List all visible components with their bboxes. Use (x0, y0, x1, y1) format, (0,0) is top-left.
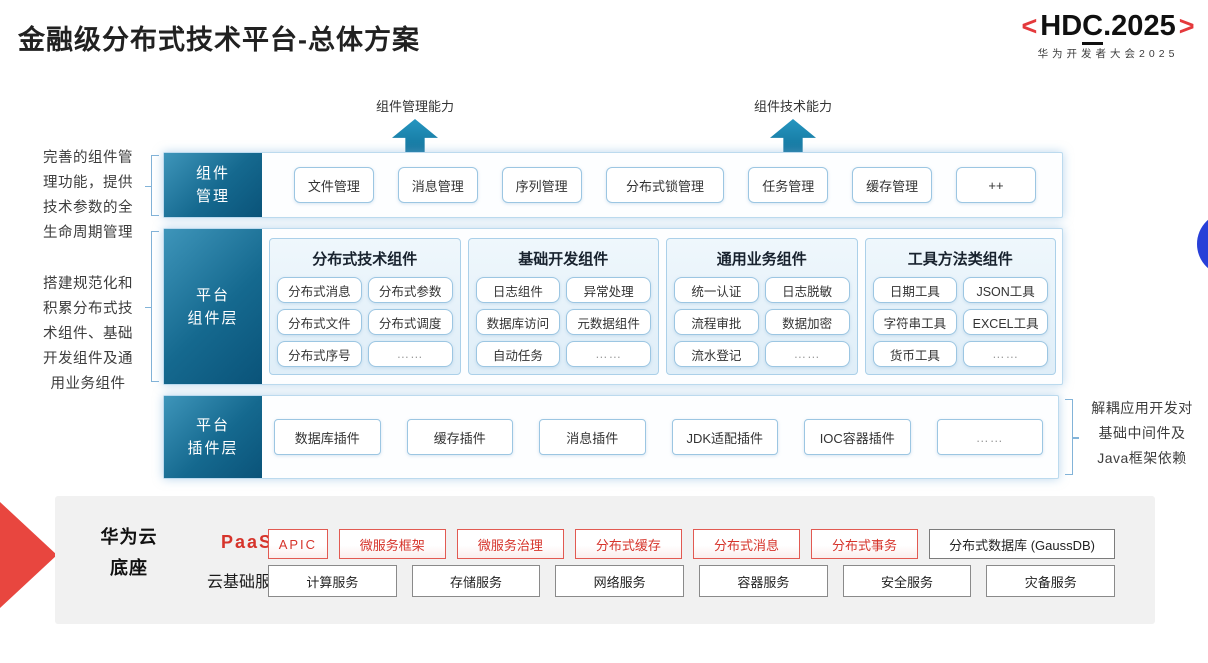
component-chip: 货币工具 (872, 341, 958, 367)
layer-platform-plugins: 平台 插件层 数据库插件 缓存插件 消息插件 JDK适配插件 IOC容器插件 …… (163, 395, 1059, 479)
mgmt-chip: 文件管理 (294, 167, 374, 203)
component-chip: 元数据组件 (566, 309, 651, 335)
layer-component-mgmt: 组件 管理 文件管理 消息管理 序列管理 分布式锁管理 任务管理 缓存管理 ++ (163, 152, 1063, 218)
capability-tech-label: 组件技术能力 (753, 99, 832, 114)
component-chip: 分布式调度 (367, 309, 453, 335)
component-chip: EXCEL工具 (963, 309, 1048, 335)
mgmt-items: 文件管理 消息管理 序列管理 分布式锁管理 任务管理 缓存管理 ++ (294, 153, 1036, 217)
mgmt-chip: 任务管理 (748, 167, 829, 203)
paas-label: PaaS (220, 532, 274, 552)
column-common-business: 通用业务组件 统一认证 日志脱敏 流程审批 数据加密 流水登记 …… (666, 238, 858, 375)
foundation-label: 华为云 底座 (100, 527, 158, 578)
mgmt-chip: 消息管理 (397, 167, 478, 203)
component-chip: 日志脱敏 (764, 277, 850, 303)
component-chip-more: …… (764, 341, 850, 367)
page-title: 金融级分布式技术平台-总体方案 (18, 25, 420, 55)
logo-subtitle: 华为开发者大会2025 (1037, 48, 1179, 60)
cloud-chip: 计算服务 (268, 565, 397, 597)
cloud-base-services: 计算服务 存储服务 网络服务 容器服务 安全服务 灾备服务 (268, 565, 1116, 597)
capability-mgmt: 组件管理能力 (350, 96, 480, 160)
left-bracket-bottom (145, 231, 159, 382)
mgmt-chip: 缓存管理 (852, 167, 933, 203)
red-arrow-icon (0, 502, 57, 608)
component-chip: JSON工具 (963, 277, 1048, 303)
blue-circle-decoration (1197, 212, 1208, 276)
note-decouple: 解耦应用开发对 基础中间件及 Java框架依赖 (1091, 400, 1193, 466)
cloud-chip: 容器服务 (699, 565, 828, 597)
component-chip: 数据加密 (764, 309, 850, 335)
paas-services: APIC 微服务框架 微服务治理 分布式缓存 分布式消息 分布式事务 分布式数据… (268, 529, 1115, 559)
component-chip: 自动任务 (475, 341, 561, 367)
cloud-chip: 安全服务 (842, 565, 972, 597)
plugin-items: 数据库插件 缓存插件 消息插件 JDK适配插件 IOC容器插件 …… (274, 396, 1043, 478)
hdc-logo: < HDC.2025 > 华为开发者大会2025 (1012, 10, 1204, 61)
component-chip-more: …… (566, 341, 651, 367)
paas-chip: 分布式消息 (692, 529, 801, 559)
column-distributed-tech: 分布式技术组件 分布式消息 分布式参数 分布式文件 分布式调度 分布式序号 …… (269, 238, 461, 375)
note-platform-components: 搭建规范化和 积累分布式技 术组件、基础 开发组件及通 用业务组件 (43, 276, 133, 392)
component-chip: 统一认证 (674, 277, 759, 303)
plugin-chip: 数据库插件 (274, 419, 381, 455)
paas-chip: 分布式事务 (811, 529, 919, 559)
paas-chip: APIC (268, 529, 328, 559)
gaussdb-chip: 分布式数据库 (GaussDB) (929, 529, 1115, 559)
cloud-chip: 灾备服务 (986, 565, 1116, 597)
component-chip: 分布式序号 (277, 341, 362, 367)
column-tool-methods: 工具方法类组件 日期工具 JSON工具 字符串工具 EXCEL工具 货币工具 …… (864, 238, 1056, 375)
layer-platform-components: 平台 组件层 分布式技术组件 分布式消息 分布式参数 分布式文件 分布式调度 分… (163, 228, 1063, 385)
logo-left-bracket-icon: < (1021, 11, 1038, 41)
left-bracket-top (145, 155, 159, 216)
plugin-chip: 消息插件 (539, 419, 646, 455)
plugin-chip: JDK适配插件 (671, 419, 778, 455)
component-chip: 异常处理 (566, 277, 651, 303)
huawei-cloud-foundation: 华为云 底座 PaaS 云基础服务 APIC 微服务框架 微服务治理 分布式缓存… (55, 496, 1155, 624)
mgmt-chip: ++ (956, 167, 1036, 203)
paas-chip: 微服务治理 (456, 529, 564, 559)
cloud-chip: 存储服务 (411, 565, 541, 597)
capability-tech: 组件技术能力 (728, 96, 858, 160)
component-chip-more: …… (963, 341, 1048, 367)
component-chip: 流水登记 (674, 341, 759, 367)
logo-right-bracket-icon: > (1178, 11, 1195, 41)
right-bracket (1065, 399, 1079, 475)
component-columns: 分布式技术组件 分布式消息 分布式参数 分布式文件 分布式调度 分布式序号 ……… (269, 238, 1056, 375)
capability-mgmt-label: 组件管理能力 (375, 99, 454, 114)
note-component-mgmt: 完善的组件管 理功能，提供 技术参数的全 生命周期管理 (43, 150, 133, 241)
mgmt-chip: 序列管理 (501, 167, 582, 203)
logo-text: HDC.2025 (1040, 10, 1176, 45)
plugin-chip: IOC容器插件 (804, 419, 911, 455)
component-chip: 分布式文件 (277, 309, 362, 335)
cloud-chip: 网络服务 (555, 565, 685, 597)
paas-chip: 分布式缓存 (574, 529, 682, 559)
component-chip-more: …… (367, 341, 453, 367)
layer-platform-components-label: 平台 组件层 (164, 229, 262, 384)
component-chip: 字符串工具 (872, 309, 958, 335)
column-basic-dev: 基础开发组件 日志组件 异常处理 数据库访问 元数据组件 自动任务 …… (467, 238, 659, 375)
plugin-chip: 缓存插件 (406, 419, 513, 455)
paas-chip: 微服务框架 (338, 529, 446, 559)
component-chip: 日期工具 (872, 277, 958, 303)
cloud-base-label: 云基础服务 (206, 574, 287, 591)
component-chip: 流程审批 (674, 309, 759, 335)
component-chip: 分布式消息 (277, 277, 362, 303)
layer-platform-plugins-label: 平台 插件层 (164, 396, 262, 478)
mgmt-chip: 分布式锁管理 (605, 167, 725, 203)
hdc-logo-wordmark: < HDC.2025 > (1012, 10, 1204, 45)
plugin-chip-more: …… (936, 419, 1043, 455)
component-chip: 日志组件 (475, 277, 561, 303)
component-chip: 分布式参数 (367, 277, 453, 303)
component-chip: 数据库访问 (475, 309, 561, 335)
layer-component-mgmt-label: 组件 管理 (164, 153, 262, 217)
